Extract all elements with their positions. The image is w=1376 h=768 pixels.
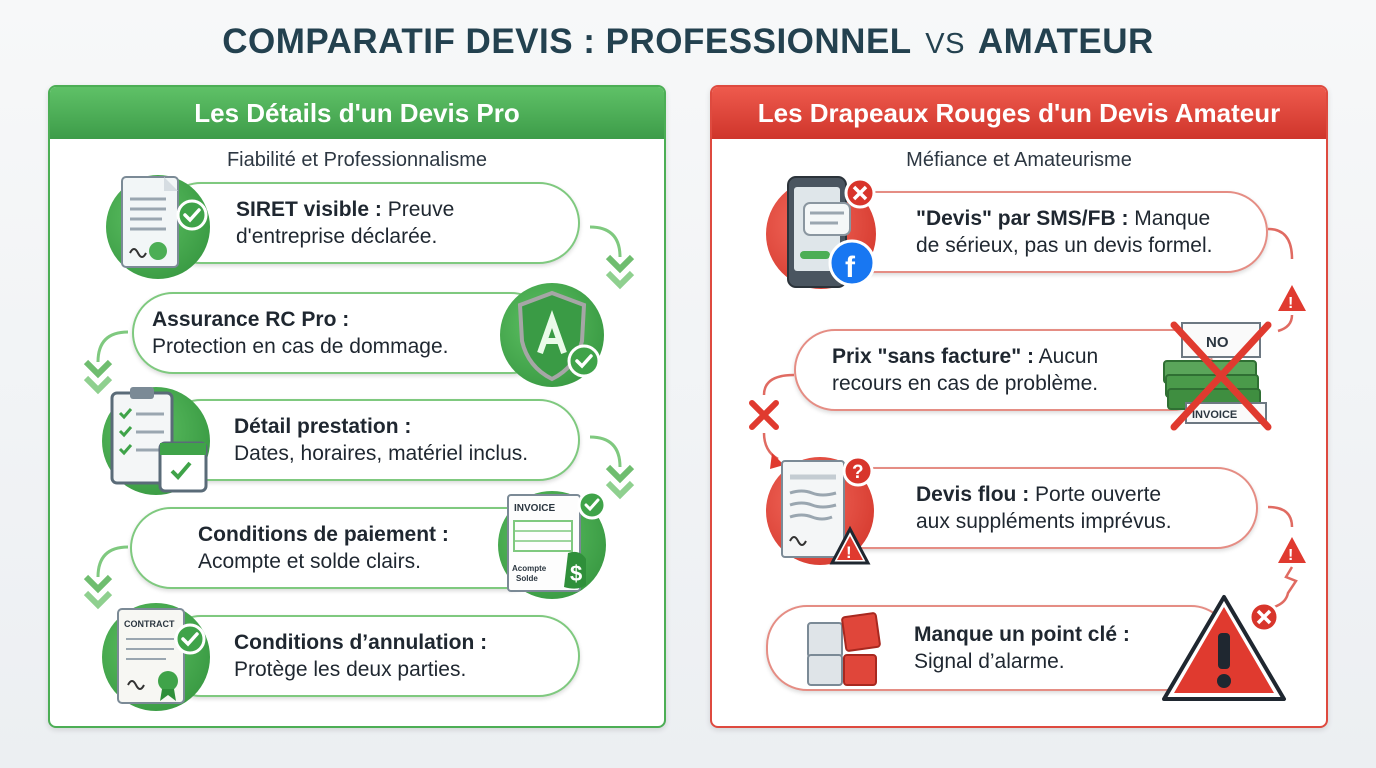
amateur-item-sms-rest1: Manque [1128,207,1211,230]
pro-arrow-2 [83,330,129,395]
amateur-item-sans-facture-bold: Prix "sans facture" : [832,345,1034,368]
pro-panel-subtitle: Fiabilité et Professionnalisme [226,149,488,171]
amateur-item-sans-facture-rest2: recours en cas de problème. [832,372,1099,395]
pro-item-siret-rest2: d'entreprise déclarée. [236,225,438,248]
acompte-label: Acompte [512,564,547,573]
amateur-item-point-cle-bold: Manque un point clé : [914,623,1130,646]
amateur-item-sans-facture-line1: Prix "sans facture" : Aucun [832,343,1212,370]
contract-label: CONTRACT [124,619,175,629]
amateur-panel-header: Les Drapeaux Rouges d'un Devis Amateur [712,87,1326,139]
amateur-item-sms-bold: "Devis" par SMS/FB : [916,207,1129,230]
svg-text:!: ! [1288,547,1293,564]
invoice-money-icon: INVOICE Acompte Solde $ [498,490,607,599]
pro-arrow-4 [83,545,129,610]
puzzle-warning-icon [807,612,881,686]
amateur-item-devis-flou-bold: Devis flou : [916,483,1030,506]
pro-item-annulation-bold: Conditions d’annulation : [234,631,488,654]
pro-item-siret-line1: SIRET visible : Preuve [236,196,578,223]
amateur-arrow-1: ! [1267,227,1306,333]
pro-item-paiement: Conditions de paiement : Acompte et sold… [130,507,550,589]
svg-text:$: $ [570,561,582,586]
pro-item-paiement-rest2: Acompte et solde clairs. [198,550,421,573]
invoice-label: INVOICE [514,503,555,514]
amateur-item-sms-rest2: de sérieux, pas un devis formel. [916,234,1213,257]
amateur-panel-subtitle: Méfiance et Amateurisme [906,149,1132,171]
pro-panel-header: Les Détails d'un Devis Pro [50,87,664,139]
page-title: COMPARATIF DEVIS : PROFESSIONNEL VS AMAT… [0,22,1376,62]
pro-item-prestation-rest2: Dates, horaires, matériel inclus. [234,442,529,465]
clipboard-calendar-icon [102,387,210,495]
pro-item-prestation-bold: Détail prestation : [234,415,412,438]
blurry-document-warning-icon: ? ! [766,455,874,565]
invoice-label-no: INVOICE [1192,409,1237,421]
amateur-arrow-3: ! [1267,505,1306,609]
pro-item-prestation: Détail prestation : Dates, horaires, mat… [160,399,580,481]
amateur-item-point-cle-rest2: Signal d’alarme. [914,650,1065,673]
title-vs: VS [925,28,965,60]
pro-arrow-1 [589,225,635,290]
amateur-item-sans-facture: Prix "sans facture" : Aucun recours en c… [794,329,1214,411]
contract-seal-icon: CONTRACT [102,603,210,711]
amateur-item-sms-line1: "Devis" par SMS/FB : Manque [916,205,1266,232]
pro-item-siret: SIRET visible : Preuve d'entreprise décl… [160,182,580,264]
pro-item-annulation-rest2: Protège les deux parties. [234,658,467,681]
title-end: AMATEUR [977,22,1154,61]
amateur-item-sms: "Devis" par SMS/FB : Manque de sérieux, … [822,191,1268,273]
pro-item-assurance-rest2: Protection en cas de dommage. [152,335,449,358]
pro-item-annulation: Conditions d’annulation : Protège les de… [160,615,580,697]
amateur-item-devis-flou: Devis flou : Porte ouverte aux supplémen… [822,467,1258,549]
pro-panel: Les Détails d'un Devis Pro Fiabilité et … [48,85,666,728]
phone-facebook-icon: f [766,176,876,289]
no-label: NO [1206,334,1229,351]
amateur-arrow-2 [749,373,795,469]
svg-text:f: f [845,251,856,284]
pro-item-siret-rest1: Preuve [381,198,455,221]
pro-item-siret-bold: SIRET visible : [236,198,382,221]
pro-item-assurance: Assurance RC Pro : Protection en cas de … [132,292,552,374]
large-warning-icon [1162,595,1286,701]
pro-arrow-3 [589,435,635,500]
svg-text:?: ? [852,462,864,483]
pro-item-paiement-bold: Conditions de paiement : [198,523,449,546]
pro-item-assurance-bold: Assurance RC Pro : [152,308,350,331]
amateur-item-devis-flou-line1: Devis flou : Porte ouverte [916,481,1256,508]
solde-label: Solde [516,574,538,583]
amateur-panel: Les Drapeaux Rouges d'un Devis Amateur M… [710,85,1328,728]
amateur-item-sans-facture-rest1: Aucun [1034,345,1099,368]
shield-check-icon [500,283,604,387]
title-main: COMPARATIF DEVIS : PROFESSIONNEL [222,22,912,61]
document-check-icon [106,175,210,279]
no-invoice-cash-icon: NO INVOICE [1163,321,1272,431]
amateur-item-devis-flou-rest1: Porte ouverte [1029,483,1162,506]
svg-text:!: ! [846,543,852,562]
amateur-item-devis-flou-rest2: aux suppléments imprévus. [916,510,1172,533]
svg-text:!: ! [1288,295,1293,312]
